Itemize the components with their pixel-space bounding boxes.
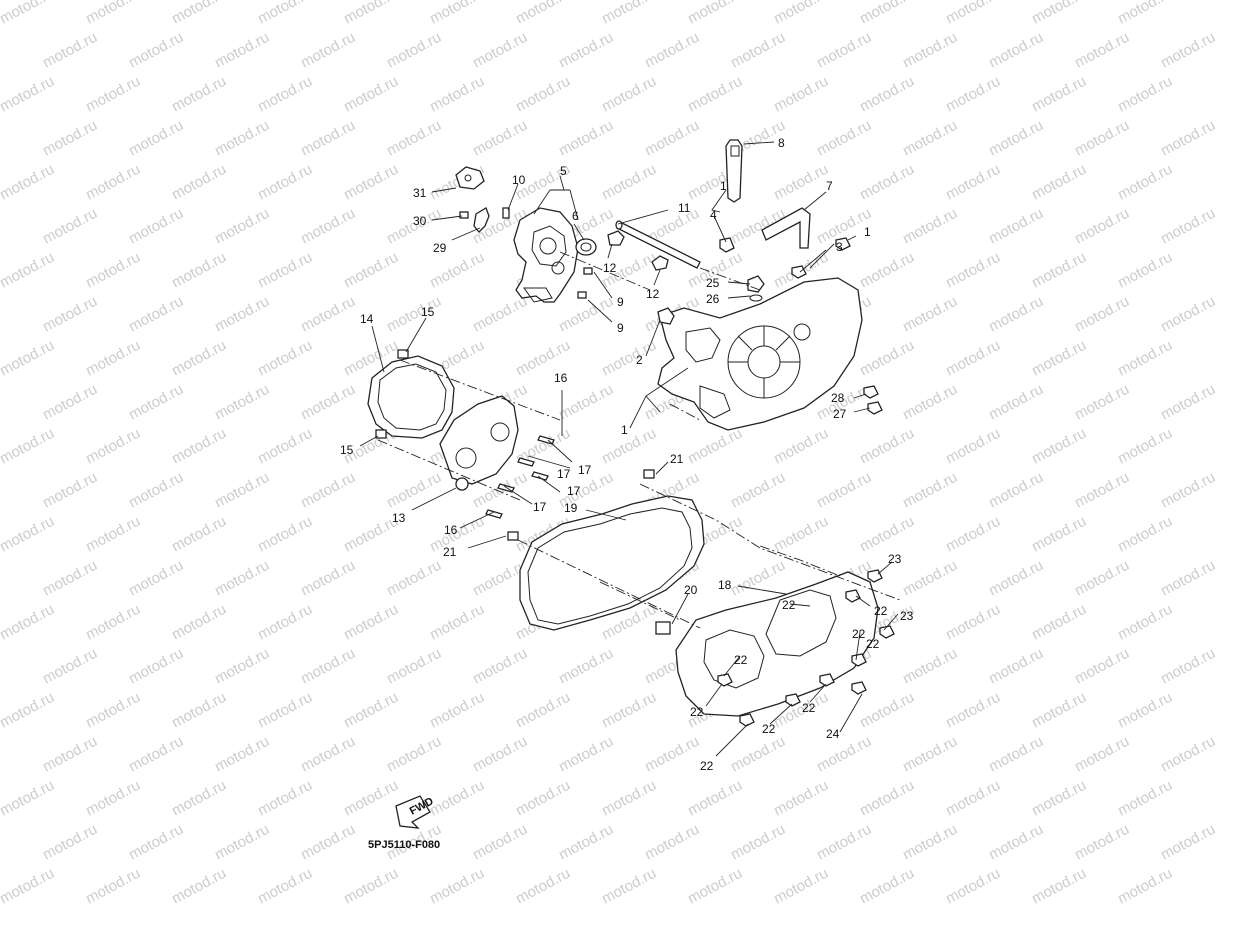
callout-30: 30 [413, 214, 427, 228]
callout-14: 14 [360, 312, 374, 326]
callout-17: 17 [567, 484, 581, 498]
callout-25: 25 [706, 276, 720, 290]
large-gasket [507, 469, 705, 631]
callout-3: 3 [836, 240, 843, 254]
callout-22: 22 [700, 759, 714, 773]
callout-22: 22 [866, 637, 880, 651]
leader-lines [359, 141, 899, 757]
callout-22: 22 [852, 627, 866, 641]
callout-13: 13 [392, 511, 406, 525]
callout-16: 16 [554, 371, 568, 385]
callout-20: 20 [684, 583, 698, 597]
callout-9: 9 [617, 321, 624, 335]
callout-15: 15 [421, 305, 435, 319]
callout-27: 27 [833, 407, 847, 421]
callout-4: 4 [710, 208, 717, 222]
callout-22: 22 [874, 604, 888, 618]
callout-23: 23 [900, 609, 914, 623]
fwd-arrow-icon: FWD [395, 795, 436, 829]
callout-12: 12 [603, 261, 617, 275]
callout-26: 26 [706, 292, 720, 306]
callout-9: 9 [617, 295, 624, 309]
callout-22: 22 [802, 701, 816, 715]
diagram-code: 5PJ5110-F080 [368, 839, 440, 851]
callout-17: 17 [578, 463, 592, 477]
callout-1: 1 [720, 179, 727, 193]
callout-5: 5 [560, 164, 567, 178]
crankcase-cover [655, 569, 895, 727]
callout-29: 29 [433, 241, 447, 255]
callout-19: 19 [564, 501, 578, 515]
callout-17: 17 [557, 467, 571, 481]
callout-labels: 31 30 29 10 5 6 12 12 9 9 11 8 7 1 4 3 1… [340, 136, 914, 851]
callout-23: 23 [888, 552, 902, 566]
callout-22: 22 [734, 653, 748, 667]
callout-31: 31 [413, 186, 427, 200]
callout-21: 21 [443, 545, 457, 559]
callout-22: 22 [762, 722, 776, 736]
callout-18: 18 [718, 578, 732, 592]
crankcase [657, 277, 883, 431]
callout-7: 7 [826, 179, 833, 193]
callout-2: 2 [636, 353, 643, 367]
callout-22: 22 [782, 598, 796, 612]
gear-housing-assembly [455, 166, 669, 303]
callout-8: 8 [778, 136, 785, 150]
callout-11: 11 [678, 201, 691, 215]
callout-15: 15 [340, 443, 354, 457]
callout-1: 1 [621, 423, 628, 437]
callout-17: 17 [533, 500, 547, 514]
callout-10: 10 [512, 173, 526, 187]
callout-6: 6 [572, 209, 579, 223]
gasket-small [367, 349, 455, 439]
shaft [615, 220, 701, 269]
callout-12: 12 [646, 287, 660, 301]
callout-1: 1 [864, 225, 871, 239]
alignment-lines [377, 251, 901, 629]
clamp-and-hose [719, 139, 851, 302]
callout-21: 21 [670, 452, 684, 466]
callout-22: 22 [690, 705, 704, 719]
callout-16: 16 [444, 523, 458, 537]
small-cover [439, 395, 555, 519]
callout-24: 24 [826, 727, 840, 741]
callout-28: 28 [831, 391, 845, 405]
